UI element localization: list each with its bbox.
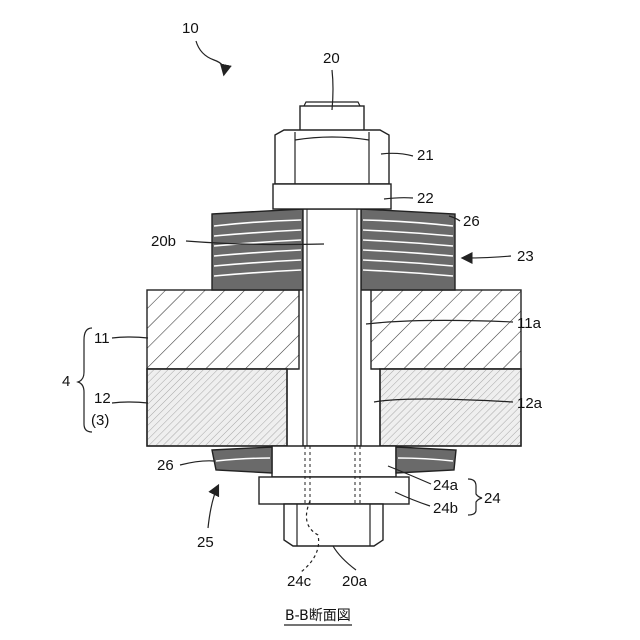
brace-24	[468, 479, 482, 515]
label-11a: 11a	[517, 315, 542, 332]
label-11: 11	[94, 330, 110, 347]
label-21: 21	[417, 147, 434, 164]
label-10: 10	[182, 20, 199, 37]
label-3: (3)	[91, 412, 109, 429]
washer-24b	[259, 477, 409, 504]
label-12: 12	[94, 390, 111, 407]
bottom-nut-20a	[284, 504, 383, 546]
label-20: 20	[323, 50, 340, 67]
label-12a: 12a	[517, 395, 543, 412]
label-24: 24	[484, 490, 501, 507]
label-26-top: 26	[463, 213, 480, 230]
label-23: 23	[517, 248, 534, 265]
figure-caption: B-B断面図	[285, 608, 351, 624]
label-20a: 20a	[342, 573, 368, 590]
label-24c: 24c	[287, 573, 312, 590]
label-22: 22	[417, 190, 434, 207]
label-24b: 24b	[433, 500, 458, 517]
label-25: 25	[197, 534, 214, 551]
label-20b: 20b	[151, 233, 176, 250]
washer-24a	[272, 446, 396, 477]
label-26-bottom: 26	[157, 457, 174, 474]
label-24a: 24a	[433, 477, 459, 494]
brace-4	[78, 328, 92, 432]
hex-nut-21	[275, 130, 389, 184]
washer-22	[273, 184, 391, 209]
label-4: 4	[62, 373, 70, 390]
